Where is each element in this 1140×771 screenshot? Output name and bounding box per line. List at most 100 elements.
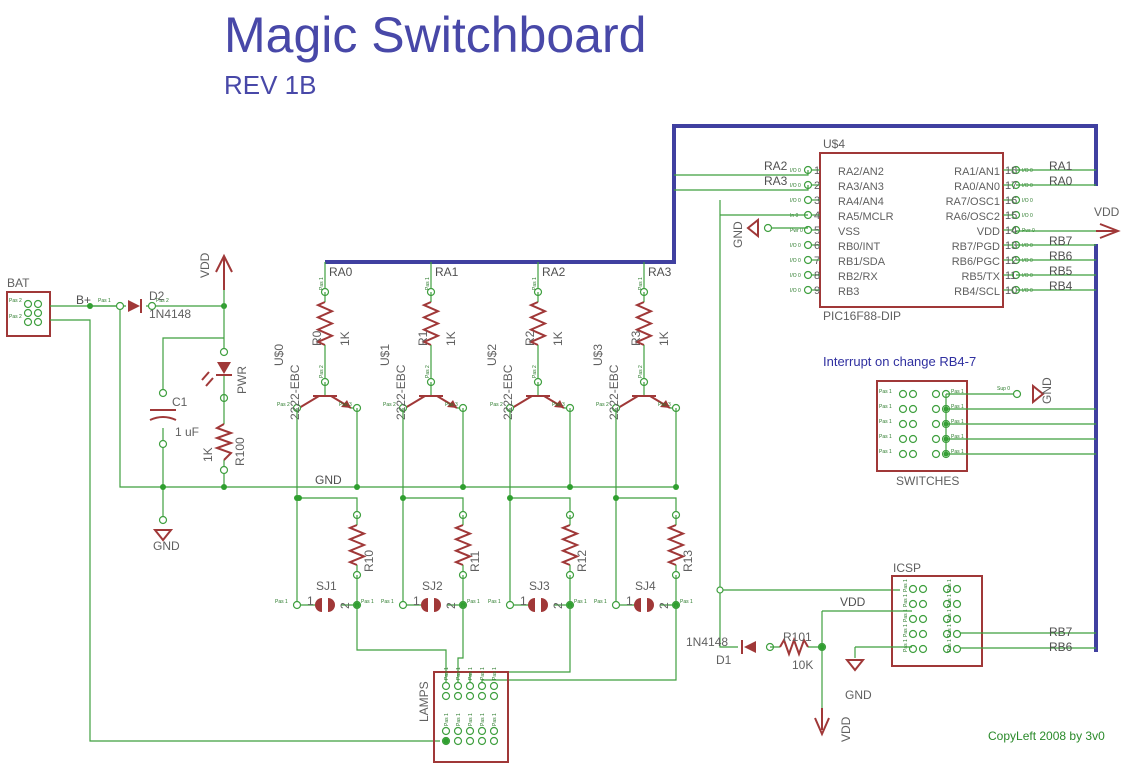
gnd-rail-label: GND	[315, 473, 342, 487]
mcu-left-pin-label: RA2/AN2	[838, 166, 884, 178]
svg-text:Pas 2: Pas 2	[156, 298, 169, 304]
r101-label: R101	[783, 630, 812, 644]
pad	[465, 691, 475, 701]
transistor-arrow	[660, 400, 670, 408]
jumper-half	[434, 598, 441, 612]
pad	[931, 419, 941, 429]
pad	[611, 600, 621, 610]
transistor-part-label: 2222-EBC	[607, 364, 621, 420]
channel-wire	[616, 497, 677, 515]
gnd-label-vss: GND	[731, 221, 745, 248]
mcu-left-net-label: RA3	[764, 174, 788, 188]
resistor-zigzag	[560, 524, 580, 566]
pad	[908, 584, 918, 594]
pad	[453, 681, 463, 691]
pad	[952, 644, 962, 654]
pad	[489, 691, 499, 701]
pad	[1011, 195, 1021, 205]
pad	[803, 255, 813, 265]
pad-text: Pas 1	[879, 389, 892, 395]
interrupt-note: Interrupt on change RB4-7	[823, 354, 976, 369]
mcu-right-pin-number: 17	[1005, 180, 1017, 192]
mcu-left-pin-label: RB2/RX	[838, 271, 878, 283]
junction	[296, 495, 302, 501]
pad	[803, 195, 813, 205]
junction	[673, 484, 679, 490]
mcu-right-pin-number: 12	[1005, 255, 1017, 267]
gnd-label-switches: GND	[1040, 377, 1054, 404]
pad	[398, 600, 408, 610]
pad	[489, 736, 499, 746]
jumper-pin-label: 2	[657, 602, 671, 609]
pad-text: Pas 2	[638, 365, 644, 378]
pad-text: I/O 0	[1022, 168, 1033, 174]
svg-text:Sup 0: Sup 0	[997, 386, 1010, 392]
resistor-r100	[214, 398, 234, 487]
diode-d1	[716, 586, 775, 654]
channel-wire	[297, 497, 358, 515]
junction	[443, 738, 449, 744]
mcu-right-net-label: RB5	[1049, 264, 1073, 278]
mcu-net-wire	[674, 185, 809, 191]
lamp-resistor-label: R12	[575, 550, 589, 572]
gnd-label-icsp: GND	[845, 688, 872, 702]
mcu-right-pin-number: 13	[1005, 240, 1017, 252]
mcu-left-pin-number: 8	[814, 270, 820, 282]
pad	[942, 614, 952, 624]
mcu-right-pin-label: RA7/OSC1	[946, 196, 1000, 208]
pad	[477, 681, 487, 691]
pad-text: Pas 1	[492, 713, 498, 726]
mcu-right-pin-number: 11	[1005, 270, 1016, 282]
pad	[803, 270, 813, 280]
lamp-resistor-label: R10	[362, 550, 376, 572]
pad-text: Pas 1	[947, 624, 953, 637]
transistor-part-label: 2222-EBC	[501, 364, 515, 420]
lamps-header	[433, 671, 509, 763]
pad-text: Pas 1	[456, 713, 462, 726]
mcu-left-pin-label: RB1/SDA	[838, 256, 886, 268]
pad	[908, 434, 918, 444]
pad	[1011, 210, 1021, 220]
mcu-left-pin-label: RB0/INT	[838, 241, 880, 253]
mcu-right-pin-number: 14	[1005, 225, 1017, 237]
pad-text: Pas 3	[552, 402, 565, 408]
pad-text: Pas 2	[490, 402, 503, 408]
channel-net-label: RA0	[329, 265, 353, 279]
gnd-symbol-c1	[152, 487, 174, 542]
pad	[441, 681, 451, 691]
resistor-zigzag	[666, 524, 686, 566]
jumper-pin-label: 2	[551, 602, 565, 609]
pad	[898, 419, 908, 429]
mcu-right-pin-label: RA6/OSC2	[946, 211, 1000, 223]
pad	[477, 691, 487, 701]
jumper-pin-label: 2	[444, 602, 458, 609]
jumper-pin-label: 1	[307, 594, 314, 608]
pad-text: Pas 1	[903, 639, 909, 652]
capacitor-c1	[149, 337, 224, 487]
vdd-symbol-right	[1016, 223, 1121, 239]
pad-text: Pas 1	[381, 599, 394, 605]
mcu-left-pin-label: RA4/AN4	[838, 196, 884, 208]
pad	[918, 644, 928, 654]
pad	[898, 434, 908, 444]
pad-text: Pas 2	[277, 402, 290, 408]
bus-ra	[325, 124, 1098, 264]
junction	[613, 495, 619, 501]
pad-text: Pas 1	[947, 609, 953, 622]
pad-text: Pas 3	[445, 402, 458, 408]
mcu-right-pin-number: 15	[1005, 210, 1017, 222]
resistor-zigzag	[528, 301, 548, 346]
pad-text: Pas 1	[903, 579, 909, 592]
pad-text: Pas 1	[903, 609, 909, 622]
mcu-ref-label: U$4	[823, 137, 845, 151]
jumper-half	[315, 598, 322, 612]
pad	[453, 691, 463, 701]
vdd-symbol-top-left	[215, 253, 233, 306]
lamp-wire	[457, 605, 464, 682]
junction	[507, 495, 513, 501]
svg-text:Pas 2: Pas 2	[9, 298, 22, 304]
